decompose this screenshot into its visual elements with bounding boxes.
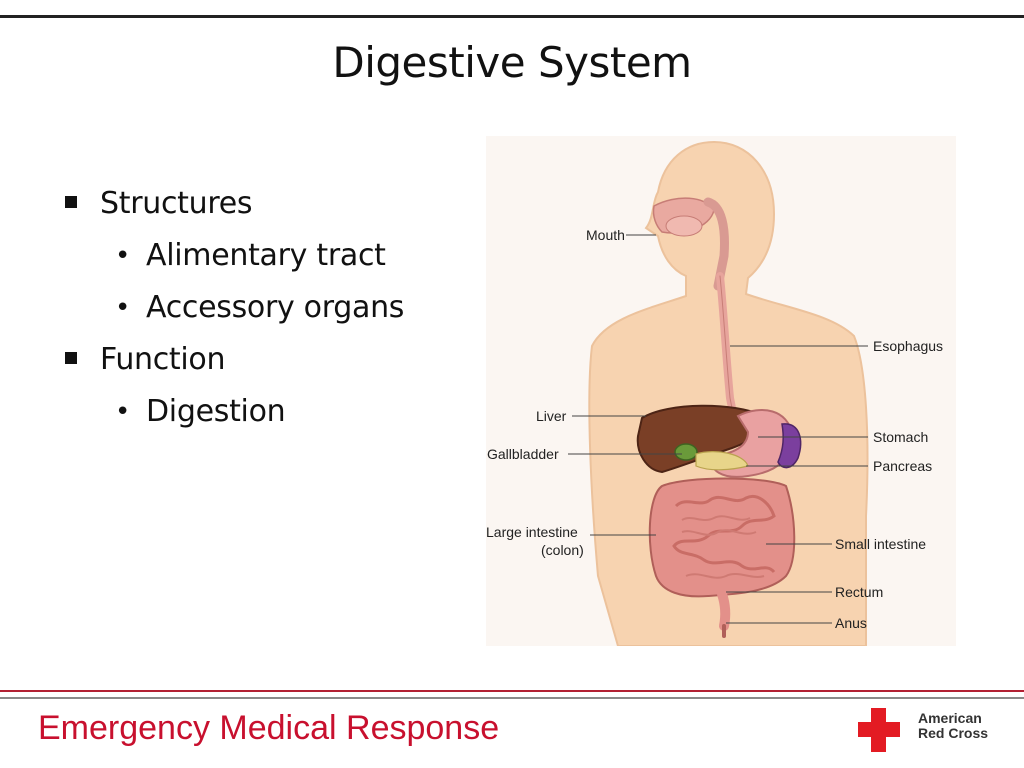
label-colon: (colon)	[541, 542, 584, 558]
round-bullet-icon: •	[115, 241, 131, 271]
footer-rule-red	[0, 690, 1024, 692]
logo-wordmark: American Red Cross	[918, 711, 988, 741]
label-liver: Liver	[536, 408, 567, 424]
label-small-intestine: Small intestine	[835, 536, 927, 552]
pharynx	[703, 197, 729, 291]
sub-bullet-text: Accessory organs	[146, 290, 405, 325]
footer-rule-gray	[0, 697, 1024, 699]
esophagus-outline	[719, 275, 735, 419]
tongue	[665, 215, 703, 237]
bullet-function: Function	[60, 338, 460, 390]
logo-line-1: American	[918, 710, 982, 726]
red-cross-icon-bar	[858, 722, 900, 737]
label-esophagus: Esophagus	[873, 338, 944, 354]
anatomy-drawing	[486, 136, 956, 646]
round-bullet-icon: •	[115, 293, 131, 323]
round-bullet-icon: •	[115, 397, 131, 427]
bullet-structures: Structures	[60, 182, 460, 234]
label-anus: Anus	[835, 615, 867, 631]
label-stomach: Stomach	[873, 429, 929, 445]
bullet-text: Structures	[100, 186, 253, 221]
top-rule	[0, 15, 1024, 18]
label-rectum: Rectum	[835, 584, 884, 600]
large-intestine	[648, 477, 796, 598]
sub-bullet-text: Alimentary tract	[146, 238, 386, 273]
bullet-text: Function	[100, 342, 226, 377]
footer-title: Emergency Medical Response	[38, 709, 500, 747]
red-cross-logo: American Red Cross	[858, 708, 1018, 754]
square-bullet-icon	[65, 352, 77, 364]
liver	[636, 404, 767, 474]
label-mouth: Mouth	[586, 227, 625, 243]
sub-bullet-accessory-organs: • Accessory organs	[60, 286, 460, 338]
label-pancreas: Pancreas	[873, 458, 933, 474]
sub-bullet-text: Digestion	[146, 394, 286, 429]
rectum	[717, 589, 731, 631]
slide-title: Digestive System	[332, 38, 692, 87]
sub-bullet-alimentary-tract: • Alimentary tract	[60, 234, 460, 286]
leader-lines	[568, 234, 868, 624]
gallbladder	[674, 443, 698, 461]
pancreas-purple-organ	[777, 423, 802, 469]
logo-line-2: Red Cross	[918, 725, 989, 741]
bullet-list: Structures • Alimentary tract • Accessor…	[60, 182, 460, 442]
label-gallbladder: Gallbladder	[487, 446, 559, 462]
label-large-intestine: Large intestine	[486, 524, 578, 540]
sub-bullet-digestion: • Digestion	[60, 390, 460, 442]
small-intestine-folds	[681, 515, 765, 579]
digestive-system-illustration: Mouth Esophagus Liver Stomach Gallbladde…	[486, 136, 956, 646]
square-bullet-icon	[65, 196, 77, 208]
